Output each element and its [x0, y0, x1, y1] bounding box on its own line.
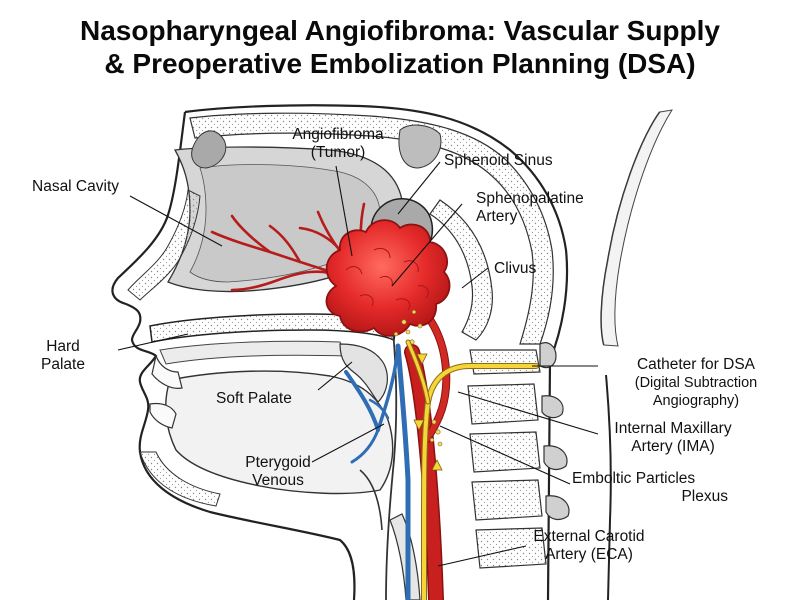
- clivus: [429, 199, 493, 341]
- label-angiofibroma-line2: (Tumor): [310, 144, 366, 161]
- label-catheter-line2: (Digital Subtraction: [634, 375, 758, 391]
- leader-lines: [117, 161, 599, 567]
- leader-sphenoid-sinus: [397, 161, 441, 215]
- label-hard-palate-line1: Hard: [46, 338, 80, 355]
- label-clivus-text: Clivus: [494, 260, 537, 277]
- label-sphenopalatine-artery: Sphenopalatine Artery: [476, 190, 584, 226]
- label-ima-line2: Artery (IMA): [631, 438, 715, 455]
- leader-sphenopalatine: [391, 203, 463, 287]
- posterior-neck-band: [600, 109, 674, 347]
- mandible: [139, 451, 221, 507]
- label-eca-line1: External Carotid: [533, 528, 645, 545]
- label-hard-palate-line2: Palate: [41, 356, 85, 373]
- label-angiofibroma: Angiofibroma (Tumor): [282, 126, 394, 162]
- vertebra-c5: [475, 527, 547, 569]
- angiofibroma-tumor: [325, 219, 451, 337]
- lower-teeth: [149, 402, 177, 429]
- label-internal-maxillary-artery: Internal Maxillary Artery (IMA): [598, 420, 748, 456]
- label-eca-line2: Artery (ECA): [545, 546, 633, 563]
- pterygoid-venous-plexus: [344, 343, 411, 600]
- nasal-cavity-inner: [189, 164, 381, 283]
- label-sphenoid-sinus-text: Sphenoid Sinus: [444, 152, 553, 169]
- label-nasal-cavity-text: Nasal Cavity: [32, 178, 119, 195]
- label-pterygoid-venous: Pterygoid Venous: [234, 454, 322, 490]
- label-catheter-line1: Catheter for DSA: [636, 356, 756, 373]
- leader-emboltic: [439, 425, 571, 485]
- sella-region: [398, 124, 442, 169]
- tongue: [165, 370, 394, 495]
- label-catheter-line3: Angiography): [652, 393, 740, 409]
- leader-clivus: [461, 267, 489, 289]
- leader-angiofibroma: [335, 165, 353, 257]
- leader-soft-palate: [317, 361, 353, 391]
- label-sphenopalatine-line1: Sphenopalatine: [476, 190, 584, 207]
- spinous-processes: [539, 342, 570, 521]
- label-angiofibroma-line1: Angiofibroma: [292, 126, 384, 143]
- posterior-neck-lower: [605, 374, 612, 600]
- larynx-tube: [389, 513, 421, 600]
- nasal-bone: [127, 189, 201, 301]
- epiglottis: [359, 469, 383, 531]
- leader-ima: [457, 391, 599, 435]
- leader-pterygoid: [311, 423, 385, 463]
- face-profile: [111, 111, 356, 600]
- label-hard-palate: Hard Palate: [14, 338, 112, 374]
- label-clivus: Clivus: [494, 260, 536, 278]
- leader-nasal-cavity: [129, 195, 223, 247]
- diagram-title: Nasopharyngeal Angiofibroma: Vascular Su…: [0, 14, 800, 80]
- cervical-spine: [467, 349, 547, 569]
- label-soft-palate-text: Soft Palate: [216, 390, 292, 407]
- label-pterygoid-line2: Venous: [252, 472, 304, 489]
- label-sphenoid-sinus: Sphenoid Sinus: [444, 152, 553, 170]
- vertebra-c2: [467, 383, 539, 425]
- title-line-2: & Preoperative Embolization Planning (DS…: [104, 48, 696, 79]
- label-nasal-cavity: Nasal Cavity: [32, 178, 119, 196]
- vertebra-c3: [469, 431, 541, 473]
- oral-roof: [159, 340, 347, 365]
- leader-hard-palate: [117, 333, 189, 351]
- label-pterygoid-line1: Pterygoid: [245, 454, 311, 471]
- flow-arrows: [413, 353, 443, 471]
- dsa-catheter: [405, 339, 539, 600]
- label-sphenopalatine-line2: Artery: [476, 208, 518, 225]
- vertebra-c1: [469, 349, 541, 375]
- label-external-carotid-artery: External Carotid Artery (ECA): [524, 528, 654, 564]
- vertebra-c4: [471, 479, 543, 521]
- label-soft-palate: Soft Palate: [216, 390, 292, 408]
- label-ima-line1: Internal Maxillary: [614, 420, 732, 437]
- label-emboltic-line2: Plexus: [681, 488, 728, 505]
- label-catheter: Catheter for DSA (Digital Subtraction An…: [596, 356, 796, 410]
- skull-outer-outline: [184, 104, 569, 600]
- title-line-1: Nasopharyngeal Angiofibroma: Vascular Su…: [80, 15, 720, 46]
- upper-teeth: [151, 353, 183, 389]
- frontal-sinus: [191, 130, 227, 169]
- leader-eca: [437, 545, 527, 567]
- label-emboltic-line1: Emboltic Particles: [572, 470, 696, 487]
- label-emboltic-particles: Emboltic Particles Plexus: [572, 470, 728, 506]
